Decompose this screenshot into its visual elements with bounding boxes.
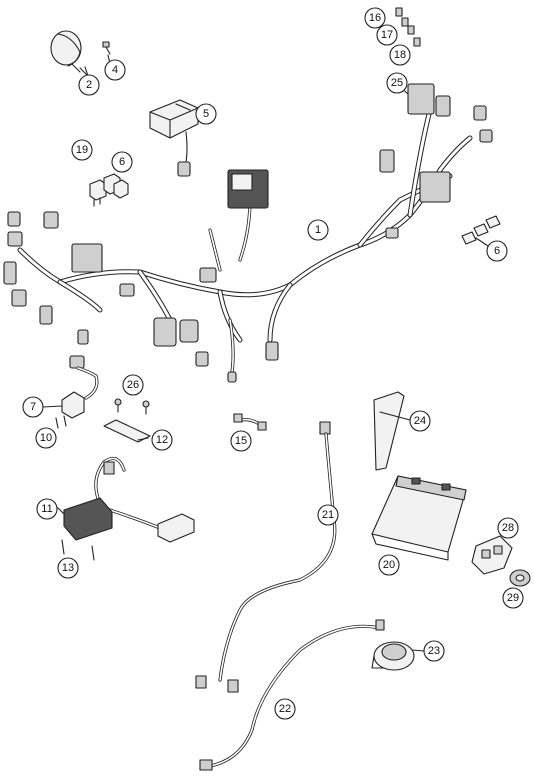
svg-text:10: 10 [40, 432, 52, 444]
svg-text:12: 12 [156, 434, 168, 446]
svg-text:24: 24 [414, 415, 426, 427]
callout-16: 16 [364, 7, 386, 29]
part-control-module [149, 99, 199, 177]
callout-1: 1 [307, 219, 329, 241]
svg-text:6: 6 [119, 156, 125, 168]
part-battery-strap [373, 391, 405, 471]
callout-26: 26 [122, 374, 144, 396]
svg-text:13: 13 [62, 562, 74, 574]
part-clips [461, 215, 501, 245]
callout-15: 15 [230, 430, 252, 452]
callout-2: 2 [78, 74, 100, 96]
part-short-cable [233, 413, 267, 431]
svg-text:11: 11 [41, 503, 52, 515]
part-cable-22 [199, 619, 385, 771]
svg-text:6: 6 [494, 245, 500, 257]
part-regulator [63, 456, 195, 543]
part-fuses [395, 7, 421, 47]
part-sensor-with-lead [61, 355, 99, 419]
svg-text:26: 26 [127, 379, 139, 391]
callout-22: 22 [274, 698, 296, 720]
callout-12: 12 [151, 429, 173, 451]
part-relays [89, 173, 129, 207]
part-small-bolt [102, 41, 111, 55]
svg-text:4: 4 [112, 64, 118, 76]
svg-text:23: 23 [428, 645, 440, 657]
callout-5: 5 [195, 103, 217, 125]
svg-text:18: 18 [394, 49, 406, 61]
svg-text:16: 16 [369, 12, 381, 24]
part-grommet [509, 569, 531, 587]
svg-text:7: 7 [30, 401, 36, 413]
callout-28: 28 [497, 517, 519, 539]
callout-6-left: 6 [111, 151, 133, 173]
callout-19: 19 [71, 139, 93, 161]
callout-23: 23 [423, 640, 445, 662]
svg-text:29: 29 [507, 592, 519, 604]
callout-20: 20 [378, 554, 400, 576]
part-screws-small [55, 415, 67, 429]
svg-text:15: 15 [235, 435, 247, 447]
svg-text:22: 22 [279, 703, 291, 715]
part-cable-21 [195, 421, 337, 693]
callout-18: 18 [389, 44, 411, 66]
part-screws-26 [114, 398, 150, 415]
callout-4: 4 [104, 59, 126, 81]
svg-text:25: 25 [391, 77, 403, 89]
svg-text:28: 28 [502, 522, 514, 534]
callout-25: 25 [386, 72, 408, 94]
part-horn [371, 641, 415, 671]
part-round-cover [50, 30, 89, 77]
callout-11: 11 [36, 498, 58, 520]
callout-13: 13 [57, 557, 79, 579]
main-wiring-harness [3, 83, 493, 383]
svg-text:21: 21 [322, 509, 334, 521]
part-bracket [103, 419, 151, 443]
svg-text:2: 2 [86, 79, 92, 91]
svg-text:17: 17 [381, 29, 393, 41]
callout-10: 10 [35, 427, 57, 449]
callout-7: 7 [22, 396, 44, 418]
svg-text:1: 1 [315, 224, 321, 236]
callout-24: 24 [409, 410, 431, 432]
svg-text:19: 19 [76, 144, 88, 156]
part-connector-block [471, 535, 513, 575]
part-battery [371, 475, 467, 561]
svg-text:5: 5 [203, 108, 209, 120]
callout-21: 21 [317, 504, 339, 526]
part-screws-13 [61, 539, 95, 561]
svg-text:20: 20 [383, 559, 395, 571]
callout-29: 29 [502, 587, 524, 609]
callout-17: 17 [376, 24, 398, 46]
callout-6-right: 6 [486, 240, 508, 262]
